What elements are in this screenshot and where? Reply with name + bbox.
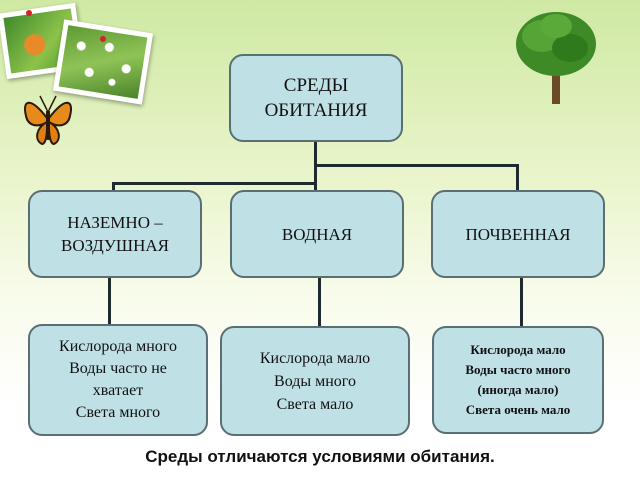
connector-ground-air-down (108, 276, 111, 326)
connector-right-drop (516, 164, 519, 192)
condition-line: Кислорода мало (470, 342, 566, 357)
category-box-water: ВОДНАЯ (230, 190, 404, 278)
connector-root-stem (314, 140, 317, 166)
connector-left-drop (112, 182, 115, 192)
condition-line: Света очень мало (465, 402, 571, 417)
condition-line: хватает (92, 382, 144, 399)
conditions-box-soil: Кислорода мало Воды часто много (иногда … (432, 326, 604, 434)
connector-water-down (318, 276, 321, 326)
connector-right-branch (314, 164, 518, 167)
condition-line: Света много (75, 404, 161, 421)
condition-line: Воды часто не (69, 360, 167, 377)
category-label-line: ВОЗДУШНАЯ (61, 236, 169, 255)
condition-line: (иногда мало) (477, 382, 559, 397)
root-title-line-2: ОБИТАНИЯ (264, 100, 368, 121)
pin-icon (26, 10, 32, 16)
pin-icon (100, 36, 106, 42)
caption-text: Среды отличаются условиями обитания. (145, 447, 495, 466)
tree-icon (516, 12, 596, 104)
category-box-soil: ПОЧВЕННАЯ (431, 190, 605, 278)
category-label-line: ВОДНАЯ (281, 224, 353, 244)
monarch-butterfly-icon (24, 95, 72, 146)
condition-line: Света мало (276, 395, 354, 413)
category-label-line: НАЗЕМНО – (67, 213, 163, 232)
connector-soil-down (520, 276, 523, 326)
root-box: СРЕДЫ ОБИТАНИЯ (229, 54, 403, 142)
root-title-line-1: СРЕДЫ (283, 75, 349, 96)
conditions-box-ground-air: Кислорода много Воды часто не хватает Св… (28, 324, 208, 436)
category-box-ground-air: НАЗЕМНО – ВОЗДУШНАЯ (28, 190, 202, 278)
condition-line: Кислорода мало (259, 349, 371, 367)
connector-left-branch (112, 182, 316, 185)
condition-line: Кислорода много (59, 338, 177, 355)
condition-line: Воды часто много (465, 362, 571, 377)
connector-center-drop (314, 164, 317, 192)
category-label-line: ПОЧВЕННАЯ (465, 224, 571, 244)
conditions-box-water: Кислорода мало Воды много Света мало (220, 326, 410, 436)
condition-line: Воды много (274, 372, 356, 390)
